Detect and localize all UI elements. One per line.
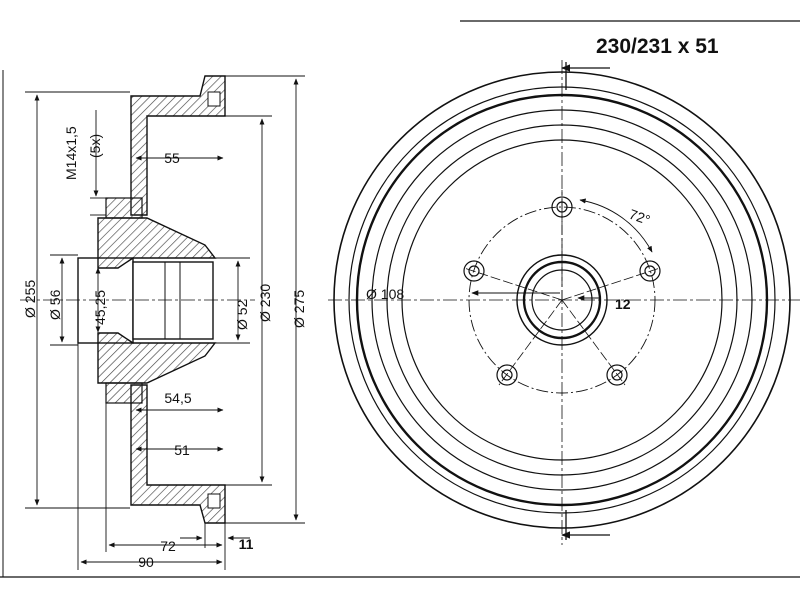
hub-section-upper [97, 217, 217, 269]
dim-diameter-255: Ø 255 [22, 280, 38, 318]
front-view [328, 60, 800, 545]
dim-angle-72: 72° [627, 206, 652, 228]
side-dimension-lines [25, 75, 305, 570]
dim-diameter-230: Ø 230 [257, 284, 273, 322]
drum-size-title: 230/231 x 51 [596, 35, 719, 58]
bolt-boss-upper [105, 197, 143, 219]
dim-center-12: 12 [615, 296, 631, 312]
side-section-view [20, 75, 255, 524]
dim-diameter-275: Ø 275 [291, 290, 307, 328]
dim-length-51: 51 [174, 442, 190, 458]
dim-length-54-5: 54,5 [164, 390, 191, 406]
dim-thread-count: (5x) [87, 134, 103, 158]
bolt-boss-lower [105, 382, 143, 404]
frame-lines [0, 20, 800, 578]
dim-45-25: 45,25 [92, 290, 108, 325]
dim-diameter-56: Ø 56 [47, 289, 63, 320]
angle-arc [579, 198, 653, 253]
radial-lines [463, 190, 661, 386]
hub-section-lower [97, 332, 217, 384]
section-markers [561, 62, 610, 540]
dim-length-11: 11 [239, 536, 254, 552]
bearing-seat [132, 261, 214, 340]
dim-diameter-52: Ø 52 [234, 299, 250, 330]
dim-length-72: 72 [160, 538, 176, 554]
dim-thread-spec: M14x1,5 [63, 126, 79, 180]
dim-pcd-108: Ø 108 [366, 286, 404, 302]
bolt-holes [463, 196, 661, 386]
dim-length-90: 90 [138, 554, 154, 570]
dim-length-55: 55 [164, 150, 180, 166]
